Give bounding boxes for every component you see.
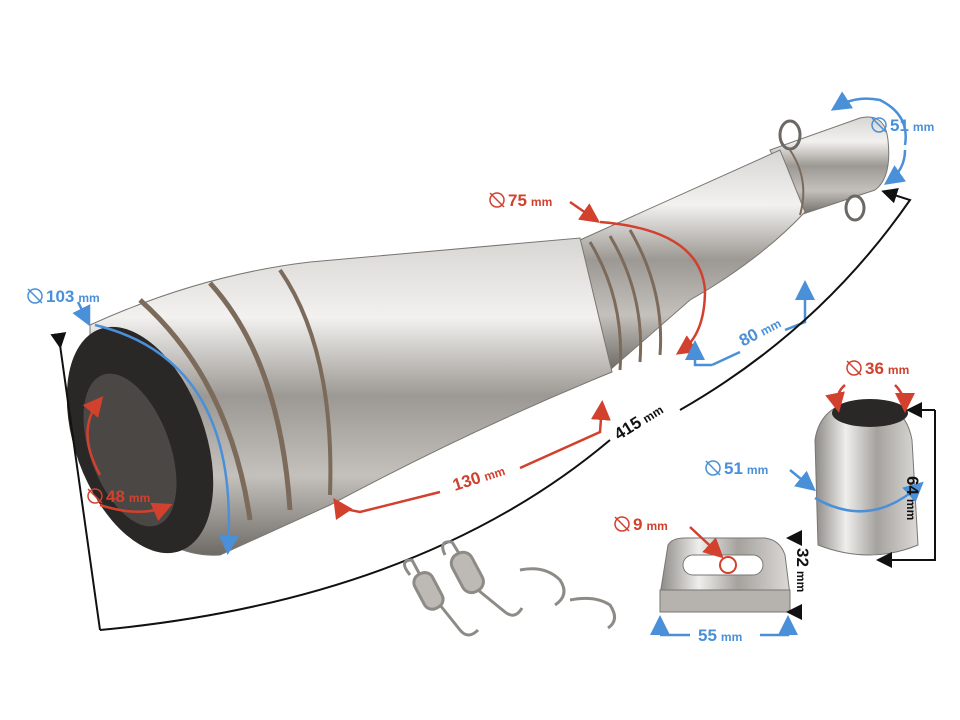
diameter-icon bbox=[704, 459, 722, 477]
muffler bbox=[66, 116, 890, 556]
diameter-icon bbox=[845, 359, 863, 377]
diameter-icon bbox=[488, 191, 506, 209]
diameter-icon bbox=[870, 116, 888, 134]
diameter-icon bbox=[86, 487, 104, 505]
springs-and-hooks bbox=[403, 540, 616, 637]
diameter-icon bbox=[613, 515, 631, 533]
diameter-icon bbox=[26, 287, 44, 305]
mounting-bracket bbox=[650, 526, 802, 637]
dimension-lines bbox=[50, 91, 912, 631]
db-killer bbox=[789, 384, 936, 568]
